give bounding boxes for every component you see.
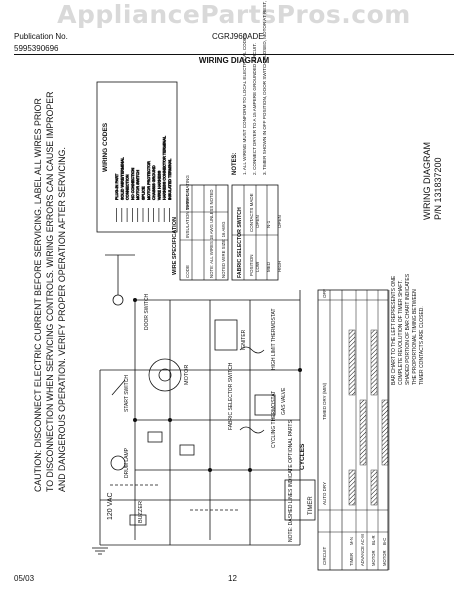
notes-title: NOTES:	[232, 152, 238, 175]
caution-line-3: AND DANGEROUS OPERATION. VERIFY PROPER O…	[57, 147, 67, 492]
wiring-code-item: HARNESS CONNECTOR TERMINAL	[163, 136, 167, 200]
note-item: 3. TIMER SHOWN IN OFF POSITION, DOOR SWI…	[262, 0, 267, 175]
schematic-labels: 120 VAC BUZZER TIMER MOTOR START SWITCH …	[107, 294, 314, 542]
caution-line-1: CAUTION: DISCONNECT ELECTRIC CURRENT BEF…	[33, 98, 43, 492]
bar-chart-note-line: THE PROPORTIONAL TIMING BETWEEN	[412, 289, 418, 385]
wiring-code-item: MOTOR SWITCH	[136, 170, 140, 200]
label-high-limit: HIGH LIMIT THERMOSTAT	[271, 308, 277, 370]
label-supply: 120 VAC	[107, 493, 114, 521]
label-cycling-thermostat: CYCLING THERMOSTAT	[271, 391, 277, 448]
caution-text: CAUTION: DISCONNECT ELECTRIC CURRENT BEF…	[33, 92, 67, 492]
cycles-contact-bar	[381, 399, 389, 466]
cycles-header-timed: TIMED DRY (MIN)	[322, 382, 327, 420]
part-number-line-2: P/N 131837200	[433, 157, 443, 220]
fabric-row-contacts: OPEN	[255, 215, 260, 228]
label-drum-lamp: DRUM LAMP	[124, 447, 130, 478]
part-number-line-1: WIRING DIAGRAM	[422, 142, 432, 220]
wire-spec-col2: INSULATION MATERIAL	[185, 187, 190, 238]
label-fabric-switch: FABRIC SELECTOR SWITCH	[228, 362, 234, 430]
watermark: AppliancePartsPros.com	[57, 0, 411, 29]
wiring-code-item: PLUG-IN PART	[115, 173, 119, 200]
cycles-header-circuit: CIRCUIT	[322, 547, 327, 565]
wiring-code-item: INSULATED TERMINAL	[168, 159, 172, 200]
model-number: CGRJ960ADE	[212, 32, 264, 41]
publication-number: 5995390696	[14, 44, 59, 53]
note-item: 2. CONNECT DRYER TO A 15 AMPERE GROUNDED…	[252, 43, 257, 175]
label-timer: TIMER	[308, 496, 314, 515]
label-note-dashed: NOTE: DASHED LINES INDICATE OPTIONAL PAR…	[288, 420, 294, 542]
cycles-contact-bar	[348, 329, 356, 396]
bar-chart-note-line: TIMER CONTACTS ARE CLOSED.	[419, 306, 425, 385]
wire-spec-extra: NOTED WIRE SIZE: 16 AWG	[221, 221, 226, 278]
fabric-row-position: MED	[266, 261, 271, 272]
wire-spec-row: NOTE: ALL WIRES 18 AWG UNLESS NOTED	[209, 189, 214, 278]
cycles-circuit: TIMER	[349, 553, 354, 566]
wiring-code-item: CONNECTION	[126, 174, 130, 200]
fabric-col2: CONTACTS MADE	[249, 193, 254, 232]
footer-date: 05/03	[14, 574, 35, 583]
cycles-circuit: ADVANCE	[360, 546, 365, 566]
label-door-switch: DOOR SWITCH	[144, 294, 150, 330]
cycles-contact-bar	[359, 399, 367, 466]
wire-spec-title: WIRE SPECIFICATION	[172, 217, 178, 275]
cycles-header-off: OFF	[322, 289, 327, 298]
wiring-code-item: MOTOR PROTECTOR	[147, 161, 151, 200]
bar-chart-note-line: SHADED PORTION OF BAR CHART INDICATES	[405, 273, 411, 385]
part-number: WIRING DIAGRAM P/N 131837200	[422, 142, 443, 220]
wiring-codes-title: WIRING CODES	[102, 122, 109, 172]
cycles-circuit: MOTOR	[371, 550, 376, 566]
page-title: WIRING DIAGRAM	[198, 56, 270, 65]
wiring-code-item: SOLID WIRE/TERMINAL	[120, 157, 124, 200]
label-motor: MOTOR	[184, 365, 190, 385]
cycles-code: AC-M	[360, 534, 365, 545]
cycles-code: M-N	[349, 537, 354, 545]
label-igniter: IGNITER	[241, 329, 247, 350]
cycles-contact-bar	[348, 469, 356, 506]
cycles-header-auto: AUTO DRY	[322, 482, 327, 505]
fabric-row-position: HIGH	[277, 261, 282, 272]
cycles-code: B-C	[382, 538, 387, 545]
wire-spec-col1: CODE	[185, 265, 190, 278]
cycles-circuit: MOTOR	[382, 550, 387, 566]
cycles-contact-bar	[370, 469, 378, 506]
fabric-col1: POSITION	[249, 254, 254, 276]
cycles-title: CYCLES	[299, 443, 306, 470]
fabric-row-contacts: OPEN	[277, 215, 282, 228]
publication-label: Publication No.	[14, 32, 68, 41]
schematic	[92, 254, 316, 555]
wiring-code-item: WIRE HARNESS	[157, 170, 161, 200]
cycles-contact-bar	[370, 329, 378, 396]
label-start-switch: START SWITCH	[124, 375, 130, 412]
fabric-selector-table: FABRIC SELECTOR SWITCH POSITION CONTACTS…	[231, 184, 282, 281]
fabric-selector-title: FABRIC SELECTOR SWITCH	[237, 207, 243, 278]
wire-spec-table: WIRE SPECIFICATION CODE INSULATION MATER…	[172, 175, 229, 281]
bar-chart-note-line: BAR CHART TO THE LEFT REPRESENTS ONE	[391, 275, 397, 385]
wiring-code-item: CHASSIS GROUND	[152, 165, 156, 200]
notes: NOTES: 1. ALL WIRING MUST CONFORM TO LOC…	[232, 0, 267, 175]
caution-line-2: TO DISCONNECTION WHEN SERVICING CONTROLS…	[45, 92, 55, 492]
note-item: 1. ALL WIRING MUST CONFORM TO LOCAL ELEC…	[242, 33, 247, 175]
footer-page: 12	[228, 574, 237, 583]
cycles-code: BL-R	[371, 535, 376, 545]
wiring-code-item: SPLICE	[142, 186, 146, 200]
fabric-row-position: LOW	[255, 261, 260, 272]
label-buzzer: BUZZER	[138, 501, 144, 523]
fabric-row-contacts: N-1	[266, 220, 271, 228]
cycles-chart: CYCLES CIRCUIT AUTO DRY TIMED DRY (MIN) …	[299, 289, 390, 571]
wire-spec-col3: TEMP C RATING	[185, 175, 190, 210]
bar-chart-note-line: COMPLETE REVOLUTION OF TIMER SHAFT.	[398, 280, 404, 385]
wiring-code-item: NO CONNECTION	[131, 167, 135, 200]
label-gas-valve: GAS VALVE	[281, 387, 287, 415]
header-rule	[14, 54, 454, 55]
